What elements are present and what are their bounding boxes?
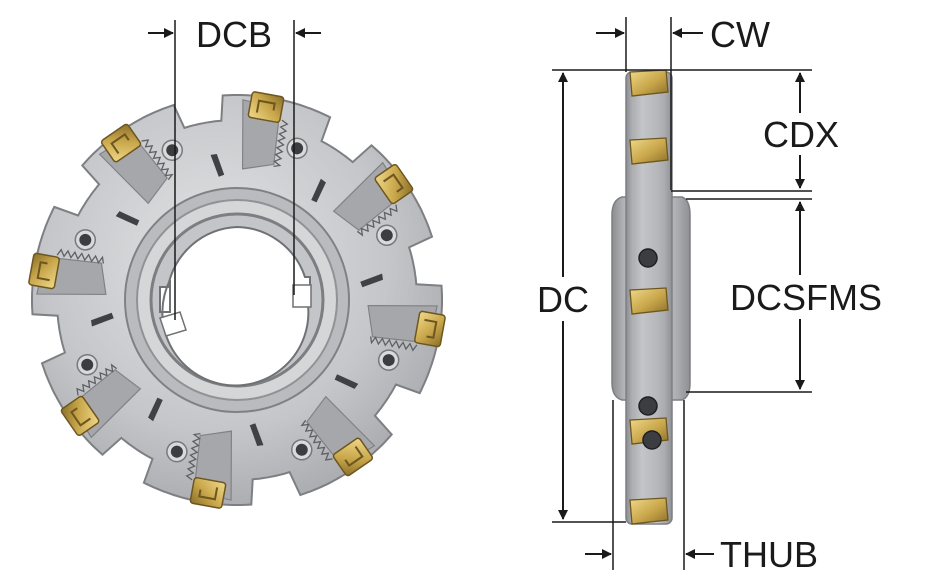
center-bore [159,225,311,387]
serration [300,419,333,461]
side-screw-icon [638,396,658,416]
insert-chipbreaker [344,446,364,467]
serration [76,363,118,396]
cdx-label-backdrop [760,113,844,155]
thub-label: THUB [720,534,818,575]
serration [369,336,418,352]
dc-dimension: DC [528,69,812,523]
insert-pockets [28,91,446,509]
serration [356,204,398,237]
coolant-slot [360,273,383,288]
tooth-2 [311,161,414,247]
carbide-insert [189,477,227,509]
dcb-dimension: DCB [148,14,321,320]
coolant-slot [210,154,225,177]
carbide-insert [60,395,100,437]
coolant-slot [148,397,163,422]
cdx-dimension: CDX [671,72,844,192]
slotting-cutter-side-view [611,69,691,525]
clamp-screw-icon [81,358,94,371]
serration [141,139,174,181]
insert-chipbreaker [36,261,50,282]
tooth-6 [60,353,163,439]
tooth-7 [28,229,114,327]
keyway-left [159,311,187,337]
coolant-slot [115,211,140,226]
side-inserts [629,69,669,525]
keyway-right [292,284,312,308]
carbide-insert [100,123,142,163]
dcsfms-label: DCSFMS [730,277,882,318]
tooth-4 [290,374,376,477]
carbide-insert [414,310,446,348]
tooth-8 [98,123,184,226]
side-screw-icon [638,248,658,268]
side-insert-5 [629,497,669,525]
serration [56,248,105,264]
coolant-slot [334,374,359,389]
insert-chipbreaker [70,407,91,427]
serration [273,119,289,168]
dc-label: DC [537,279,589,320]
tooth-5 [166,423,264,509]
clamp-screw-icon [79,233,92,246]
insert-chipbreaker [110,133,130,154]
clamp-screw-icon [380,229,393,242]
clamp-screw-icon [295,443,308,456]
side-insert-2 [629,137,669,165]
insert-chipbreaker [255,99,276,113]
thub-dimension: THUB [585,400,818,575]
slotting-cutter-front-view [28,91,446,509]
cw-label: CW [710,14,770,55]
side-insert-3 [629,287,669,315]
coolant-slot [249,423,264,446]
dcsfms-label-backdrop [722,275,892,319]
dcb-label: DCB [196,14,272,55]
carbide-insert [28,252,60,290]
serration [185,432,201,481]
dcsfms-dimension: DCSFMS [686,198,892,393]
tooth-3 [360,273,446,371]
carbide-insert [247,91,285,123]
coolant-slot [91,312,114,327]
cdx-label: CDX [763,114,839,155]
clamp-screw-icon [170,445,183,458]
carbide-insert [374,163,414,205]
cw-dimension: CW [596,14,770,190]
coolant-slot [311,178,326,203]
carbide-insert [332,437,374,477]
insert-chipbreaker [198,487,219,501]
insert-chipbreaker [383,173,404,193]
insert-chipbreaker [424,318,438,339]
clamp-screw-icon [382,354,395,367]
side-insert-1 [629,69,669,97]
side-screw-icon [642,430,662,450]
dc-label-backdrop [528,277,598,321]
